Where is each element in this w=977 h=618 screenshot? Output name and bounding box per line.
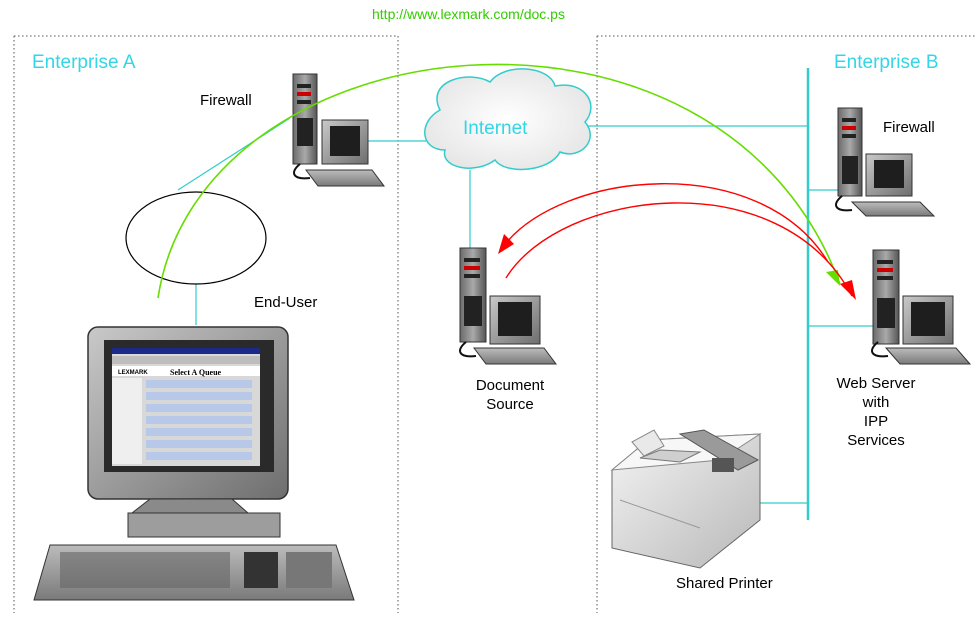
firewall-b-label: Firewall: [883, 119, 935, 136]
document-source-computer: [459, 247, 557, 365]
web-server-line-3: IPP: [863, 413, 889, 430]
end-user-label: End-User: [254, 294, 318, 311]
url-label: http://www.lexmark.com/doc.ps: [372, 6, 565, 22]
shared-printer: [610, 429, 762, 569]
end-user-computer: LEXMARK Select A Queue: [33, 326, 355, 601]
firewall-a-computer: [292, 73, 385, 187]
screen-brand: LEXMARK: [118, 370, 148, 376]
document-transfer-arcs: [498, 183, 856, 300]
document-source-line-1: Document: [475, 377, 545, 394]
enterprise-a-boundary: [13, 35, 399, 613]
enterprise-b-label: Enterprise B: [834, 52, 939, 73]
web-server-line-1: Web Server: [836, 375, 916, 392]
internet-label: Internet: [463, 118, 528, 139]
shared-printer-label: Shared Printer: [676, 575, 773, 592]
screen-title: Select A Queue: [170, 368, 222, 377]
enterprise-b-boundary: [596, 35, 977, 613]
document-source-line-2: Source: [486, 396, 534, 413]
web-server-line-4: Services: [847, 432, 905, 449]
internet-cloud: [424, 68, 592, 171]
url-request-arc: [157, 63, 841, 299]
firewall-b-computer: [835, 107, 936, 217]
web-server-computer: [871, 249, 972, 365]
enterprise-a-label: Enterprise A: [32, 52, 136, 73]
document-source-label: Document Source: [460, 376, 560, 414]
web-server-line-2: with: [862, 394, 890, 411]
web-server-label: Web Server with IPP Services: [826, 374, 926, 450]
local-network-ellipse: [125, 191, 267, 285]
firewall-a-label: Firewall: [200, 92, 252, 109]
